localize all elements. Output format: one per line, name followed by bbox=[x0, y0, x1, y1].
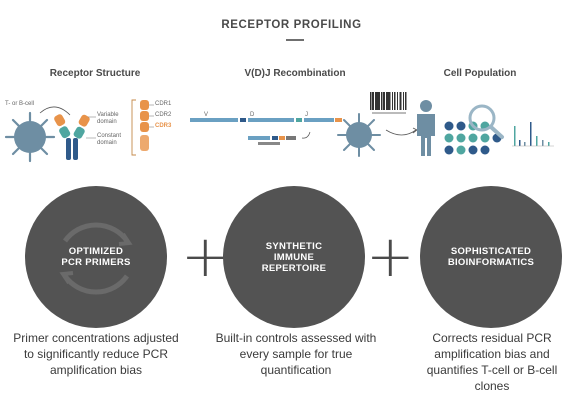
histogram-icon bbox=[512, 122, 554, 147]
page-title: RECEPTOR PROFILING bbox=[221, 19, 362, 31]
caption-pcr-primers: Primer concentrations adjusted to signif… bbox=[13, 331, 179, 377]
vdj-recombination-label: V(D)J Recombination bbox=[244, 68, 346, 79]
constant-domain-label: Constant domain bbox=[97, 133, 122, 146]
circle-1-label: OPTIMIZED PCR PRIMERS bbox=[61, 246, 131, 268]
v-segment-label: V bbox=[204, 112, 209, 118]
cell-population-label: Cell Population bbox=[443, 68, 517, 79]
title-divider bbox=[286, 39, 304, 41]
magnifier-icon bbox=[468, 104, 504, 139]
plus-sign-2: + bbox=[366, 222, 415, 290]
person-icon bbox=[417, 100, 435, 156]
synthetic-immune-repertoire-circle: SYNTHETIC IMMUNE REPERTOIRE bbox=[223, 186, 365, 328]
cdr-domain-icon bbox=[140, 100, 154, 151]
barcode-graphic bbox=[372, 92, 407, 114]
caption-bioinformatics: Corrects residual PCR amplification bias… bbox=[426, 331, 558, 393]
plus-sign-1: + bbox=[181, 222, 230, 290]
receptor-structure-label: Receptor Structure bbox=[49, 68, 141, 79]
caption-synthetic-repertoire: Built-in controls assessed with every sa… bbox=[215, 331, 377, 377]
t-cell-icon bbox=[4, 111, 56, 163]
cell-population-illustration bbox=[417, 100, 554, 156]
cycle-arrows-icon bbox=[59, 222, 133, 295]
variable-domain-label: Variable domain bbox=[97, 112, 119, 125]
cell-type-label: T- or B-cell bbox=[5, 101, 35, 107]
b-cell-icon bbox=[337, 113, 381, 157]
d-segment-label: D bbox=[250, 112, 255, 118]
j-segment-label: J bbox=[305, 112, 308, 118]
receptor-molecule-icon bbox=[54, 114, 90, 160]
receptor-structure-illustration bbox=[4, 99, 154, 163]
sophisticated-bioinformatics-circle: SOPHISTICATED BIOINFORMATICS bbox=[420, 186, 562, 328]
dna-segments-icon bbox=[190, 118, 342, 145]
cdr3-label: CDR3 bbox=[155, 123, 172, 129]
cdr1-label: CDR1 bbox=[155, 101, 172, 107]
cdr2-label: CDR2 bbox=[155, 112, 172, 118]
circle-3-label: SOPHISTICATED BIOINFORMATICS bbox=[447, 246, 535, 268]
optimized-pcr-primers-circle: OPTIMIZED PCR PRIMERS bbox=[25, 186, 167, 328]
circle-2-label: SYNTHETIC IMMUNE REPERTOIRE bbox=[261, 240, 327, 274]
